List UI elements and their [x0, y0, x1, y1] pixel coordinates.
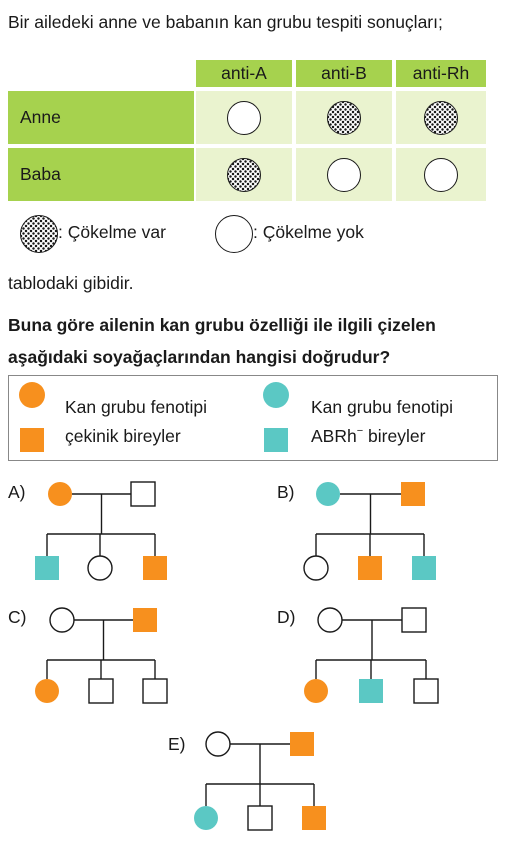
child-orange-square: [143, 556, 167, 580]
orange-key-label: Kan grubu fenotipi çekinik bireyler: [65, 393, 207, 451]
child-teal-square: [412, 556, 436, 580]
agglutination-icon: [227, 157, 261, 192]
father-white-square: [130, 481, 156, 507]
orange-key-line-2: çekinik bireyler: [65, 426, 181, 446]
child-white-circle: [303, 555, 329, 581]
agglutination-legend-label: : Çökelme var: [58, 222, 166, 242]
father-orange-square: [133, 608, 157, 632]
no-agglutination-icon: [327, 157, 361, 192]
question-text: Buna göre ailenin kan grubu özelliği ile…: [8, 309, 518, 373]
option-d-label[interactable]: D): [277, 607, 296, 627]
option-c-label[interactable]: C): [8, 607, 27, 627]
child-white-square: [142, 678, 168, 704]
child-white-square: [247, 805, 273, 831]
column-header-anti-rh: anti-Rh: [396, 60, 486, 87]
father-orange-square: [401, 482, 425, 506]
outro-text: tablodaki gibidir.: [8, 273, 134, 293]
column-header-anti-a: anti-A: [196, 60, 292, 87]
child-teal-circle: [194, 806, 218, 830]
child-orange-circle: [304, 679, 328, 703]
option-a-label[interactable]: A): [8, 482, 26, 502]
mother-orange-circle: [48, 482, 72, 506]
option-e-label[interactable]: E): [168, 734, 186, 754]
child-white-square: [413, 678, 439, 704]
no-agglutination-icon: [227, 100, 261, 135]
orange-circle-key-icon: [19, 382, 45, 408]
agglutination-legend-icon: [20, 215, 58, 253]
child-white-square: [88, 678, 114, 704]
agglutination-icon: [327, 100, 361, 135]
no-agglutination-icon: [424, 157, 458, 192]
no-agglutination-legend-icon: [215, 215, 253, 253]
column-header-anti-b: anti-B: [296, 60, 392, 87]
mother-white-circle: [49, 607, 75, 633]
father-white-square: [401, 607, 427, 633]
cell-baba-anti-a: [196, 148, 292, 201]
child-orange-square: [302, 806, 326, 830]
cell-baba-anti-rh: [396, 148, 486, 201]
cell-anne-anti-b: [296, 91, 392, 144]
phenotype-key-box: Kan grubu fenotipi çekinik bireyler Kan …: [8, 375, 498, 461]
blood-test-table: anti-A anti-B anti-Rh Anne Baba: [8, 58, 486, 202]
child-orange-square: [358, 556, 382, 580]
teal-key-line-2: ABRh− bireyler: [311, 425, 426, 446]
agglutination-icon: [424, 100, 458, 135]
cell-anne-anti-a: [196, 91, 292, 144]
mother-teal-circle: [316, 482, 340, 506]
teal-circle-key-icon: [263, 382, 289, 408]
question-line-1: Buna göre ailenin kan grubu özelliği ile…: [8, 315, 436, 335]
child-orange-circle: [35, 679, 59, 703]
question-line-2: aşağıdaki soyağaçlarından hangisi doğrud…: [8, 347, 391, 367]
no-agglutination-legend-label: : Çökelme yok: [253, 222, 364, 242]
option-b-label[interactable]: B): [277, 482, 295, 502]
teal-key-label: Kan grubu fenotipi ABRh− bireyler: [311, 393, 453, 454]
cell-baba-anti-b: [296, 148, 392, 201]
intro-text: Bir ailedeki anne ve babanın kan grubu t…: [8, 12, 443, 32]
row-header-baba: Baba: [8, 148, 194, 201]
mother-white-circle: [205, 731, 231, 757]
teal-key-line-1: Kan grubu fenotipi: [311, 397, 454, 417]
teal-square-key-icon: [264, 428, 288, 452]
child-teal-square: [35, 556, 59, 580]
child-white-circle: [87, 555, 113, 581]
mother-white-circle: [317, 607, 343, 633]
child-teal-square: [359, 679, 383, 703]
row-header-anne: Anne: [8, 91, 194, 144]
father-orange-square: [290, 732, 314, 756]
orange-key-line-1: Kan grubu fenotipi: [65, 397, 208, 417]
orange-square-key-icon: [20, 428, 44, 452]
cell-anne-anti-rh: [396, 91, 486, 144]
